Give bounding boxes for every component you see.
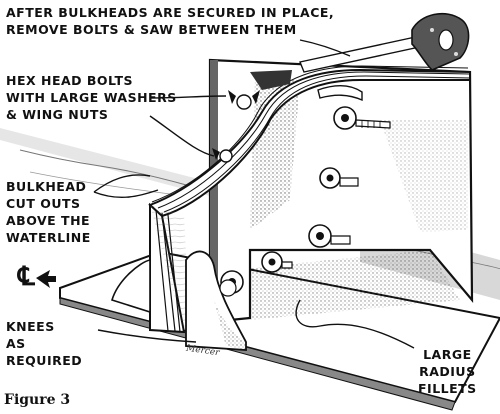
- saw-icon: [299, 12, 470, 73]
- bulkhead-callout: BULKHEAD CUT OUTS ABOVE THE WATERLINE: [6, 178, 91, 246]
- fillets-callout-line-2: RADIUS: [419, 364, 476, 379]
- bulkhead-callout-line-1: BULKHEAD: [6, 179, 87, 194]
- fillets-callout: LARGE RADIUS FILLETS: [418, 346, 477, 397]
- top-cleat: [250, 70, 363, 102]
- bulkhead-stack: [148, 65, 471, 334]
- washer: [219, 270, 244, 297]
- knees-callout: KNEES AS REQUIRED: [6, 318, 82, 369]
- bolts-callout-line-1: HEX HEAD BOLTS: [6, 73, 133, 88]
- washer: [261, 251, 293, 273]
- bulkhead-callout-line-2: CUT OUTS: [6, 196, 81, 211]
- bolt-washers: [212, 90, 391, 297]
- bulkhead-callout-line-3: ABOVE THE: [6, 213, 91, 228]
- knees-callout-line-3: REQUIRED: [6, 353, 83, 368]
- wing-nut: [228, 90, 260, 110]
- bolts-callout-line-3: & WING NUTS: [6, 107, 109, 122]
- centerline-symbol: ℄: [17, 262, 56, 292]
- top-callout-line-2: REMOVE BOLTS & SAW BETWEEN THEM: [6, 22, 297, 37]
- knees-callout-line-2: AS: [6, 336, 26, 351]
- knees: [111, 250, 247, 351]
- wing-nut: [212, 148, 233, 163]
- top-callout: AFTER BULKHEADS ARE SECURED IN PLACE, RE…: [6, 4, 334, 38]
- leader-lines: [93, 39, 415, 349]
- bulkhead-callout-line-4: WATERLINE: [6, 230, 91, 245]
- fillets-callout-line-1: LARGE: [423, 347, 472, 362]
- knees-callout-line-1: KNEES: [6, 319, 55, 334]
- top-callout-line-1: AFTER BULKHEADS ARE SECURED IN PLACE,: [6, 5, 335, 20]
- bolts-callout: HEX HEAD BOLTS WITH LARGE WASHERS & WING…: [6, 72, 177, 123]
- bolts-callout-line-2: WITH LARGE WASHERS: [6, 90, 177, 105]
- washer: [333, 106, 391, 130]
- washer: [308, 224, 351, 248]
- washer: [319, 167, 359, 189]
- hull-side-panel: [208, 58, 474, 324]
- fillets-callout-line-3: FILLETS: [418, 381, 477, 396]
- svg-text:℄: ℄: [17, 262, 36, 292]
- figure-caption: Figure 3: [4, 392, 71, 408]
